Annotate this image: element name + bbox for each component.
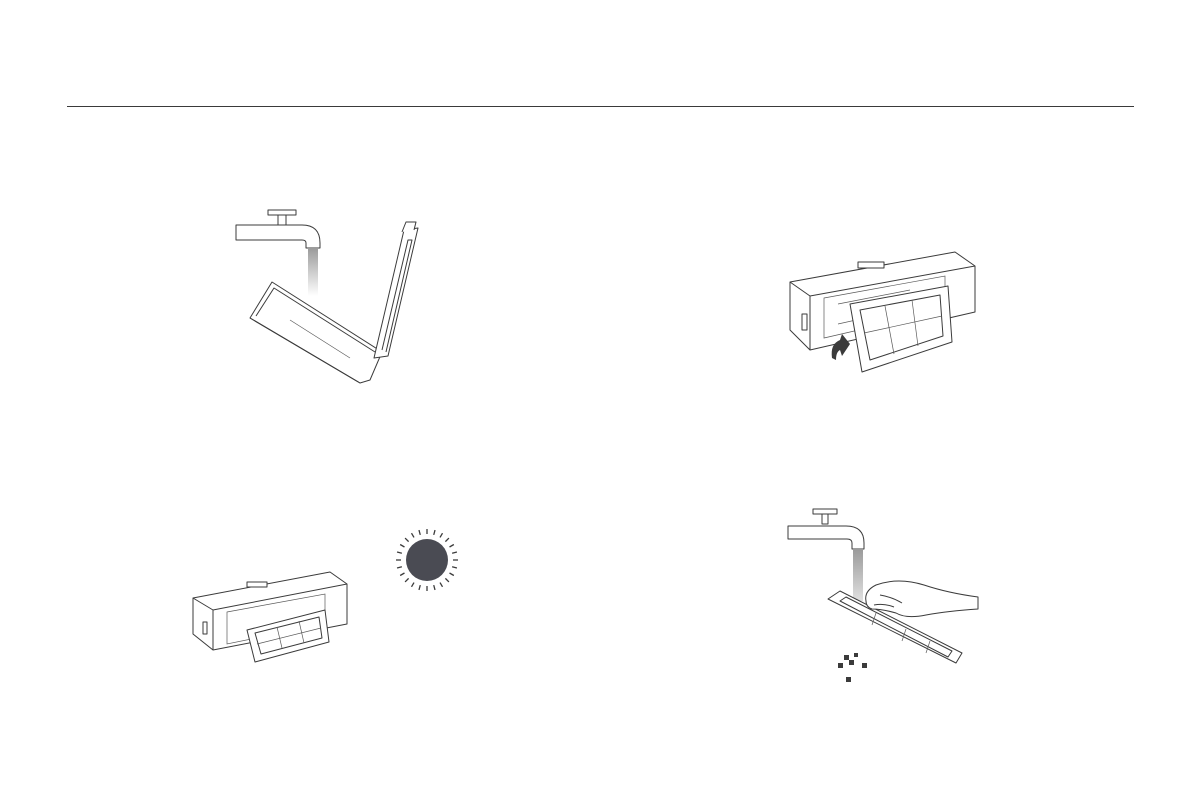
- sun-ray: [445, 578, 449, 582]
- sun-ray: [405, 538, 409, 542]
- sun-ray: [419, 530, 420, 535]
- sun-ray: [450, 573, 454, 576]
- sun-ray: [412, 583, 415, 587]
- sun-ray: [440, 583, 443, 587]
- sun-ray: [452, 552, 457, 553]
- sun-ray: [400, 545, 404, 548]
- sun-ray: [450, 545, 454, 548]
- faucet-icon: [236, 210, 320, 248]
- sun-ray: [400, 573, 404, 576]
- dry-filter-illustration: [185, 520, 475, 670]
- sun-ray: [434, 585, 435, 590]
- rinse-filter-illustration: [780, 505, 990, 690]
- sun-ray: [434, 530, 435, 535]
- faucet-icon: [788, 509, 864, 549]
- sun-disc: [406, 539, 448, 581]
- sun-ray: [405, 578, 409, 582]
- sun-ray: [397, 567, 402, 568]
- header-divider: [67, 106, 1134, 107]
- sun-ray: [452, 567, 457, 568]
- sun-icon: [396, 529, 458, 591]
- hand-icon: [866, 581, 978, 617]
- sun-ray: [397, 552, 402, 553]
- sun-ray: [440, 533, 443, 537]
- dustbin-icon: [250, 222, 418, 383]
- sun-ray: [419, 585, 420, 590]
- rinse-dustbin-illustration: [220, 200, 440, 390]
- water-stream-icon: [853, 549, 863, 601]
- sun-ray: [412, 533, 415, 537]
- water-stream-icon: [308, 248, 318, 296]
- debris-icon: [838, 653, 867, 682]
- sun-ray: [445, 538, 449, 542]
- remove-filter-illustration: [780, 240, 980, 380]
